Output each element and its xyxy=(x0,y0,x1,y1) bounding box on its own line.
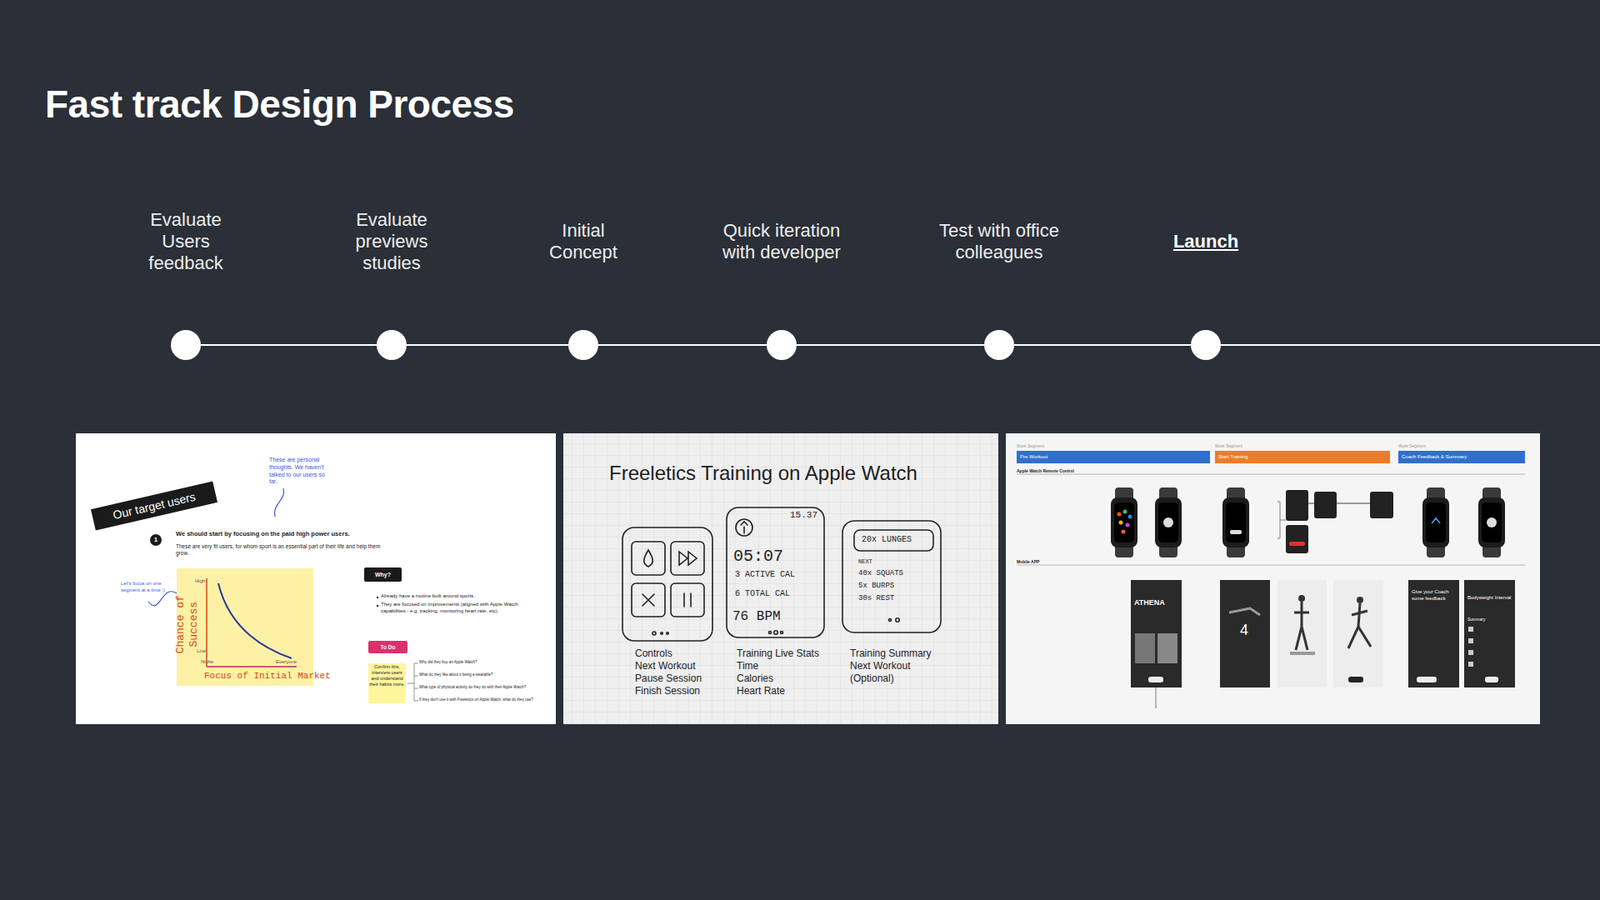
sketch-text: 15.37 xyxy=(790,510,818,522)
note-heading: We should start by focusing on the paid … xyxy=(175,530,426,538)
axis-label: Chance of Success xyxy=(174,578,202,670)
screen-caption: Calories xyxy=(736,672,774,685)
note-text: These are very fit users, for whom sport… xyxy=(175,543,393,557)
bullet-text: Already have a routine built around spor… xyxy=(380,593,548,600)
callout-number: 1 xyxy=(150,534,162,546)
segment-caption: Work Segment xyxy=(1016,443,1045,449)
step-label: Evaluate Users feedback xyxy=(135,209,236,275)
sticky-note: Confirm this, interview users and unders… xyxy=(368,663,406,704)
screen-caption: Training Summary xyxy=(850,647,932,660)
question-text: Why did they buy an Apple Watch? xyxy=(419,660,478,665)
timeline-step: Quick iteration with developer xyxy=(766,330,797,360)
screen-text: ATHENA xyxy=(1134,598,1165,608)
timeline-connector xyxy=(1014,344,1191,346)
step-label: Test with office colleagues xyxy=(924,220,1075,264)
screen-text: Summary xyxy=(1467,616,1485,622)
segment-bar-label: Start Training xyxy=(1218,454,1249,461)
screen-text: Give your Coach some feedback xyxy=(1411,589,1455,602)
watch-sketch-board xyxy=(563,433,999,725)
sketch-text: 76 BPM xyxy=(732,608,781,625)
sketch-text: 20x LUNGES xyxy=(861,535,912,546)
sketch-text: 40x SQUATS xyxy=(858,569,904,579)
timeline-step: Initial Concept xyxy=(568,330,599,360)
sketch-text: 3 ACTIVE CAL xyxy=(735,570,795,581)
flow-board xyxy=(1005,433,1540,725)
screen-caption: Next Workout xyxy=(850,660,910,673)
screen-text: Bodyweight Interval xyxy=(1467,595,1513,602)
segment-caption: Work Segment xyxy=(1398,443,1426,449)
sketch-text: 5x BURPS xyxy=(858,581,895,591)
question-text: What type of physical activity do they d… xyxy=(419,685,526,690)
tag-label: Why? xyxy=(364,567,402,582)
screen-caption: Training Live Stats xyxy=(736,647,820,660)
sketch-text: 30s REST xyxy=(858,594,895,604)
axis-label: Focus of Initial Market xyxy=(204,670,331,683)
timeline-step: Evaluate Users feedback xyxy=(170,330,201,360)
axis-tick: Everyone xyxy=(275,659,297,666)
screen-text: 4 xyxy=(1240,620,1249,640)
timeline-connector xyxy=(200,344,377,346)
research-board xyxy=(75,433,556,725)
step-label: Initial Concept xyxy=(541,220,625,264)
step-label: Quick iteration with developer xyxy=(710,220,853,264)
sketch-text: 6 TOTAL CAL xyxy=(735,589,790,600)
board-title: Freeletics Training on Apple Watch xyxy=(609,460,918,486)
screen-caption: (Optional) xyxy=(850,672,895,685)
axis-tick: Low xyxy=(196,648,206,655)
segment-bar-label: Pre Workout xyxy=(1020,454,1048,461)
timeline-connector xyxy=(406,344,569,346)
step-label: Evaluate previews studies xyxy=(341,209,442,275)
sketch-text: NEXT xyxy=(858,558,873,566)
screen-caption: Next Workout xyxy=(635,660,695,673)
timeline-connector xyxy=(796,344,985,346)
bullet-text: They are focused on improvements (aligne… xyxy=(380,601,540,615)
axis-tick: High xyxy=(195,578,205,585)
step-label: Launch xyxy=(1155,230,1256,253)
timeline-step: Test with office colleagues xyxy=(984,330,1015,360)
screen-caption: Time xyxy=(736,660,759,673)
question-text: If they don't use it with Freeletics on … xyxy=(419,697,534,703)
note-text: Let's focus on one segment at a time :) xyxy=(120,580,166,594)
timeline-tail xyxy=(1220,344,1600,346)
sketch-text: 05:07 xyxy=(733,545,784,567)
axis-tick: Niche xyxy=(200,659,214,666)
timeline-connector xyxy=(598,344,767,346)
segment-bar-label: Coach Feedback & Summary xyxy=(1401,454,1467,461)
screen-caption: Controls xyxy=(635,647,673,660)
screen-caption: Finish Session xyxy=(635,685,700,698)
tag-label: To Do xyxy=(368,640,408,654)
note-text: These are personal thoughts. We haven't … xyxy=(269,456,328,486)
segment-caption: Work Segment xyxy=(1215,443,1243,449)
screen-caption: Pause Session xyxy=(635,672,702,685)
screen-caption: Heart Rate xyxy=(736,685,785,698)
timeline-step: Evaluate previews studies xyxy=(376,330,407,360)
section-label: Mobile APP xyxy=(1016,559,1040,565)
question-text: What do they like about it being a weara… xyxy=(419,672,494,678)
section-label: Apple Watch Remote Control xyxy=(1016,468,1075,474)
slide-title: Fast track Design Process xyxy=(45,81,515,127)
timeline-step: Launch xyxy=(1190,330,1221,360)
